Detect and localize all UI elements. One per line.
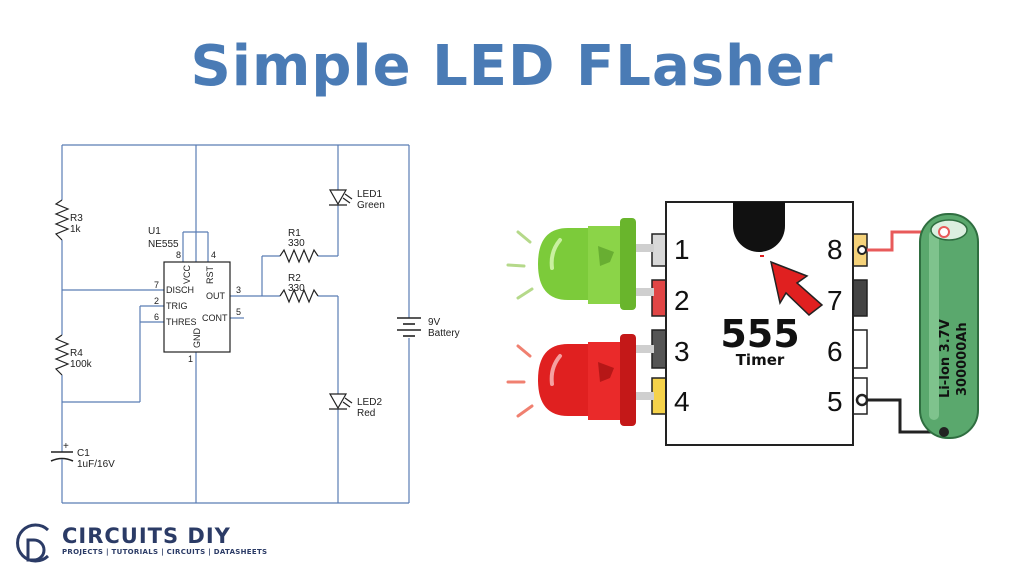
pin-vcc-label: VCC xyxy=(182,264,192,284)
pin-1-number: 1 xyxy=(188,354,193,364)
c1-value-label: 1uF/16V xyxy=(77,459,115,470)
led2-ref-label: LED2 xyxy=(357,397,382,408)
green-led-icon xyxy=(506,218,654,310)
r3-value-label: 1k xyxy=(70,224,82,235)
pin-gnd-label: GND xyxy=(192,328,202,349)
battery-wires xyxy=(855,230,944,434)
pin-cont-label: CONT xyxy=(202,313,228,323)
led1-ref-label: LED1 xyxy=(357,189,382,200)
pin-5-number: 5 xyxy=(236,307,241,317)
battery-symbol xyxy=(397,317,421,337)
chip-pin-label-7: 7 xyxy=(827,285,843,316)
r2-ref-label: R2 xyxy=(288,273,301,284)
r1-value-label: 330 xyxy=(288,238,305,249)
r3-ref-label: R3 xyxy=(70,213,83,224)
chip-pin-label-4: 4 xyxy=(674,386,690,417)
r2-value-label: 330 xyxy=(288,283,305,294)
led1-symbol xyxy=(328,189,353,206)
c1-plus-label: + xyxy=(63,441,69,452)
u1-ref-label: U1 xyxy=(148,226,161,237)
chip-pin-label-8: 8 xyxy=(827,234,843,265)
logo-tagline: PROJECTS | TUTORIALS | CIRCUITS | DATASH… xyxy=(62,548,268,556)
red-arrow-icon xyxy=(769,260,824,316)
chip-pin-label-5: 5 xyxy=(827,386,843,417)
pin-2-number: 2 xyxy=(154,296,159,306)
chip-pin-label-2: 2 xyxy=(674,285,690,316)
battery-voltage-label: Li-Ion 3.7V xyxy=(938,319,953,398)
pin-trig-label: TRIG xyxy=(166,301,188,311)
led1-color-label: Green xyxy=(357,200,385,211)
r3-resistor xyxy=(54,199,70,241)
r4-ref-label: R4 xyxy=(70,348,83,359)
pin-8-number: 8 xyxy=(176,250,181,260)
chip-notch xyxy=(733,202,785,252)
led2-color-label: Red xyxy=(357,408,375,419)
r1-resistor xyxy=(279,248,319,264)
u1-ic-body xyxy=(163,261,231,353)
li-ion-battery: Li-Ion 3.7V 300000Ah xyxy=(919,213,979,439)
r2-resistor xyxy=(279,288,319,304)
pin-4-number: 4 xyxy=(211,250,216,260)
led2-symbol xyxy=(328,393,353,410)
chip-pin-label-3: 3 xyxy=(674,336,690,367)
r4-value-label: 100k xyxy=(70,359,93,370)
chip-timer-label: Timer xyxy=(736,351,785,369)
chip-pin-label-6: 6 xyxy=(827,336,843,367)
pin-out-label: OUT xyxy=(206,291,226,301)
pin-disch-label: DISCH xyxy=(166,285,194,295)
chip-pin-label-1: 1 xyxy=(674,234,690,265)
red-led-icon xyxy=(506,334,654,426)
battery-capacity-label: 300000Ah xyxy=(955,322,970,396)
pin-7-number: 7 xyxy=(154,280,159,290)
logo-name: CIRCUITS DIY xyxy=(62,524,231,548)
schematic xyxy=(61,144,410,504)
battery-value-label: 9V xyxy=(428,317,441,328)
u1-value-label: NE555 xyxy=(148,239,179,250)
pin-3-number: 3 xyxy=(236,285,241,295)
page-title: Simple LED FLasher xyxy=(190,34,834,99)
pin-rst-label: RST xyxy=(205,265,215,284)
pin-6-number: 6 xyxy=(154,312,159,322)
pin-thres-label: THRES xyxy=(166,317,197,327)
chip-number-label: 555 xyxy=(720,312,799,356)
r4-resistor xyxy=(54,334,70,376)
battery-name-label: Battery xyxy=(428,328,460,339)
c1-capacitor xyxy=(50,451,74,470)
c1-ref-label: C1 xyxy=(77,448,90,459)
r1-ref-label: R1 xyxy=(288,228,301,239)
circuits-diy-logo-icon xyxy=(16,523,50,563)
